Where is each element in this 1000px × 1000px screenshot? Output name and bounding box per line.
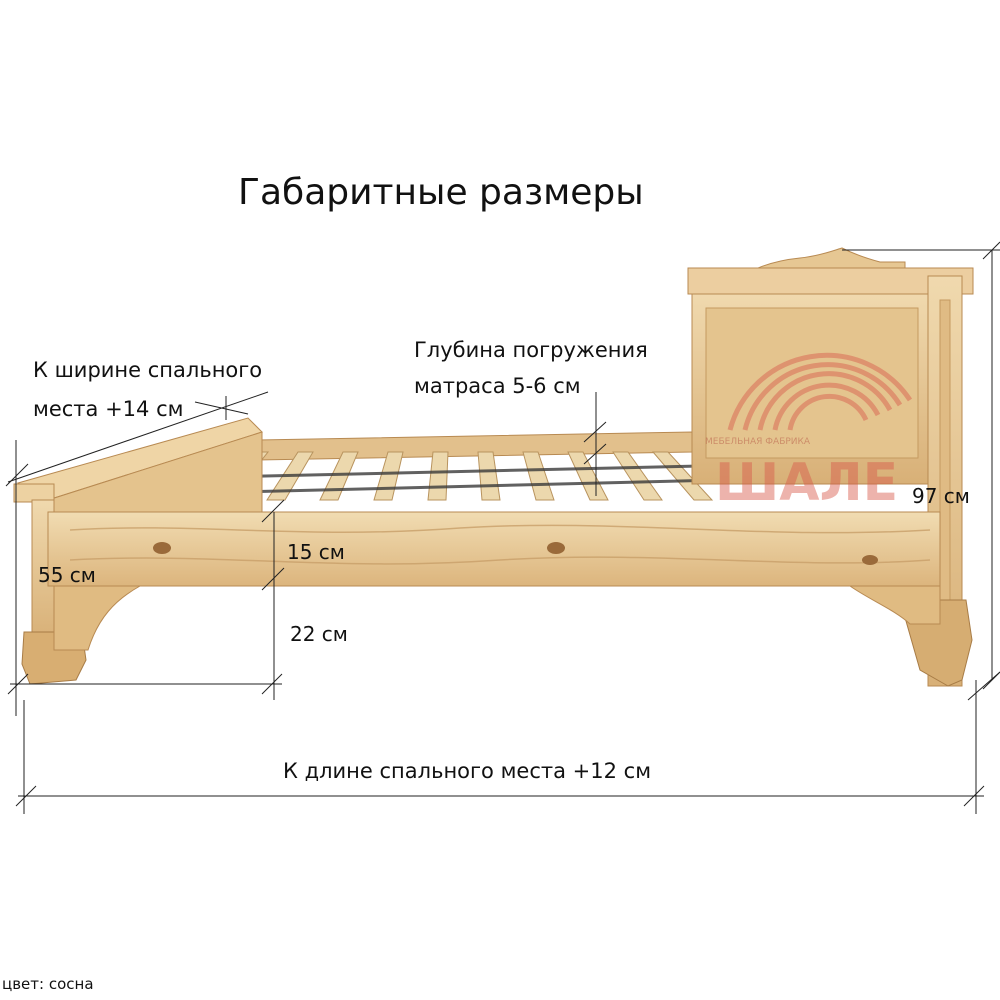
clearance-label: 22 см (290, 622, 348, 646)
headboard-height-label: 97 см (912, 484, 970, 508)
watermark-logo: МЕБЕЛЬНАЯ ФАБРИКА ШАЛЕ (705, 352, 913, 513)
near-side-rail (47, 511, 941, 651)
watermark-subtext: МЕБЕЛЬНАЯ ФАБРИКА (705, 437, 811, 447)
color-note: цвет: сосна (2, 975, 94, 993)
mattress-depth-label-line1: Глубина погружения (414, 338, 648, 362)
headboard (687, 247, 974, 687)
width-label-line2: места +14 см (33, 397, 184, 421)
frame-height-label: 15 см (287, 540, 345, 564)
slats (210, 451, 714, 501)
watermark-text: ШАЛЕ (715, 453, 898, 513)
mattress-depth-label-line2: матраса 5-6 см (414, 374, 581, 398)
width-label-line1: К ширине спального (33, 358, 263, 382)
page-title: Габаритные размеры (238, 172, 644, 213)
dimension-lines (5, 241, 1000, 814)
length-label: К длине спального места +12 см (283, 759, 652, 783)
slat-shadows (179, 464, 721, 494)
foot-height-label: 55 см (38, 563, 96, 587)
